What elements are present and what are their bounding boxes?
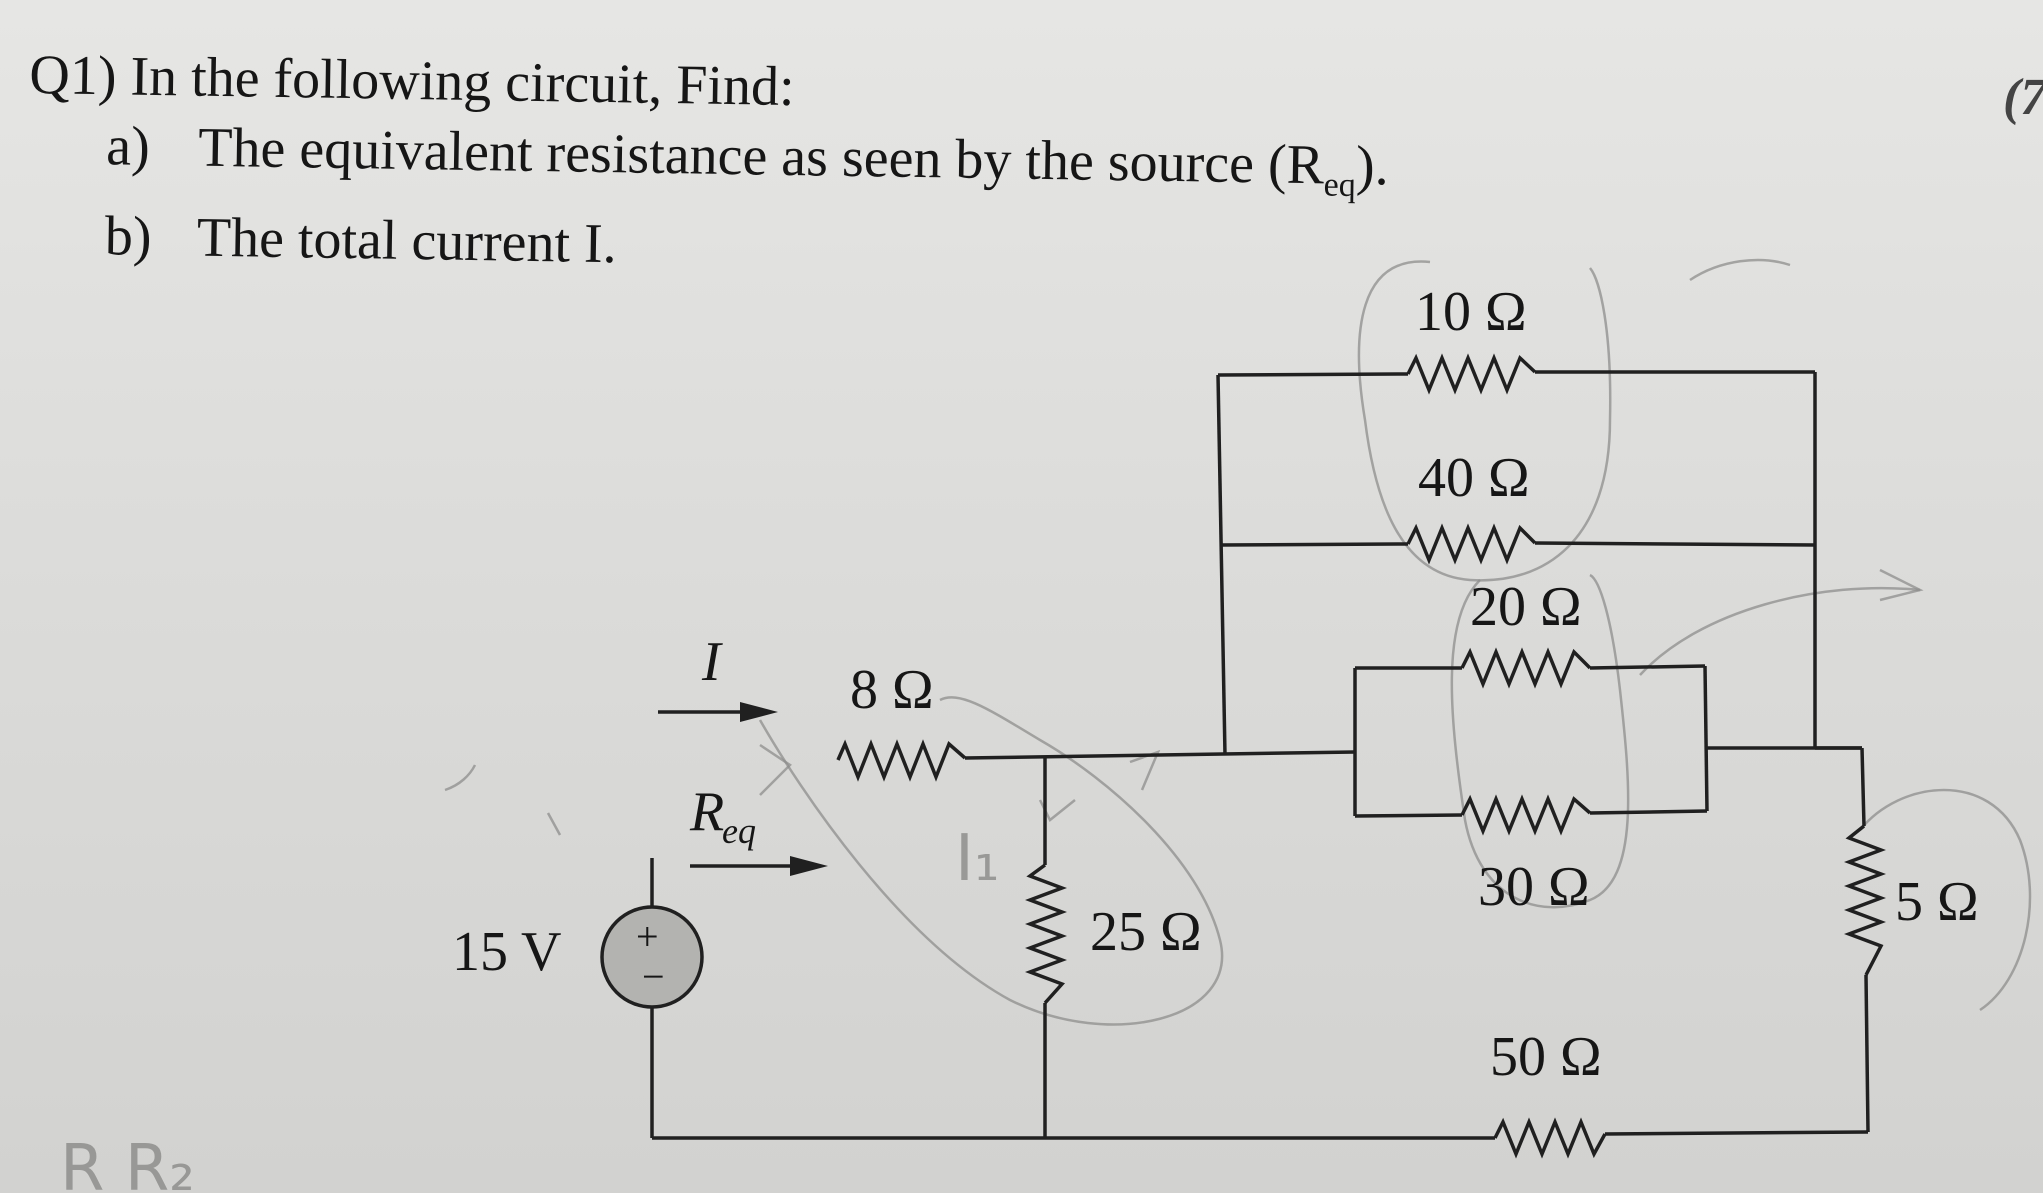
resistor-40: 40 Ω <box>1406 447 1537 565</box>
resistor-5-label: 5 Ω <box>1895 871 1979 933</box>
source-minus-sign: − <box>642 954 665 999</box>
pencil-arrow-2 <box>1129 749 1161 791</box>
resistor-10: 10 Ω <box>1406 281 1537 395</box>
pencil-arrow-right <box>1879 568 1924 602</box>
resistor-30-label: 30 Ω <box>1478 856 1590 918</box>
pencil-curve-right <box>1639 586 1921 676</box>
pencil-arrow-1 <box>759 743 792 796</box>
current-arrow: I <box>658 631 778 722</box>
resistor-20-label: 20 Ω <box>1470 576 1582 638</box>
resistor-25: 25 Ω <box>1025 863 1202 1005</box>
pencil-annotations: I₁ <box>444 258 2032 1026</box>
marks-label: (7 <box>2003 69 2043 126</box>
req-subscript: eq <box>722 811 756 851</box>
source-plus-sign: + <box>636 914 659 959</box>
resistor-40-label: 40 Ω <box>1418 447 1530 509</box>
resistor-8-label: 8 Ω <box>850 659 934 721</box>
resistor-50: 50 Ω <box>1490 1026 1607 1159</box>
resistor-10-label: 10 Ω <box>1415 281 1527 343</box>
req-arrow: R eq <box>689 781 828 876</box>
pencil-loop-8-25 <box>758 696 1224 1026</box>
resistor-5: 5 Ω <box>1844 824 1979 976</box>
pencil-bottom-left: R R₂ <box>60 1132 195 1193</box>
current-label: I <box>701 631 723 693</box>
pencil-loop-5 <box>1859 788 2032 1012</box>
pencil-loop-20-30 <box>1450 573 1630 909</box>
pencil-i1-label: I₁ <box>955 822 1000 896</box>
pencil-loop-10-40 <box>1357 260 1612 582</box>
voltage-source: + − 15 V <box>452 905 704 1009</box>
req-label: R <box>689 781 724 843</box>
pencil-tick <box>444 764 477 792</box>
resistor-8: 8 Ω <box>836 659 967 782</box>
pencil-curve-top <box>1689 258 1791 282</box>
pencil-tick-2 <box>546 812 562 836</box>
source-voltage-label: 15 V <box>452 921 561 983</box>
resistor-50-label: 50 Ω <box>1490 1026 1602 1088</box>
resistor-30: 30 Ω <box>1460 794 1592 918</box>
resistor-25-label: 25 Ω <box>1090 901 1202 963</box>
circuit-wires <box>650 370 1870 1140</box>
resistor-20: 20 Ω <box>1460 576 1592 689</box>
